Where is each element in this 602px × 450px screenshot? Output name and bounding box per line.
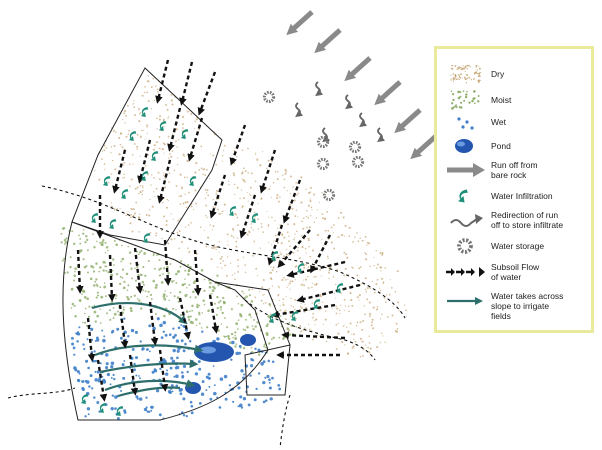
legend-pond: Pond [437,131,591,161]
legend-across-line3: fields [491,311,511,321]
redirection-squiggles [295,81,386,143]
legend-infiltration-label: Water Infiltration [491,191,553,201]
ponds [185,334,256,394]
legend-runoff-line2: bare rock [491,170,527,180]
moist-swatch-icon [443,85,489,115]
legend-storage-label: Water storage [491,241,545,251]
legend-wet: Wet [437,107,591,137]
teal-flow-arrow-icon [443,289,489,319]
subsoil-flow-arrows [75,59,361,402]
legend-subsoil-label: Subsoil Flow of water [491,262,589,282]
moist-texture [60,227,298,357]
field-outlines [62,67,291,421]
gray-runoff-arrow-icon [443,155,489,185]
legend-runoff-line1: Run off from [491,160,538,170]
squiggle-redirection-icon [443,205,489,235]
legend-subsoil-line1: Subsoil Flow [491,262,540,272]
legend-across-slope: Water takes across slope to irrigate fie… [437,289,591,323]
legend-subsoil-line2: of water [491,272,522,282]
legend-dry-label: Dry [491,69,505,79]
black-dotted-arrow-icon [443,257,489,287]
legend-redirection: Redirection of run off to store infiltra… [437,205,591,235]
legend-redirection-label: Redirection of run off to store infiltra… [491,210,589,230]
legend-across-line1: Water takes across [491,291,564,301]
legend-across-line2: slope to irrigate [491,301,550,311]
legend-subsoil: Subsoil Flow of water [437,257,591,287]
legend-redirection-line1: Redirection of run [491,210,559,220]
dry-swatch-icon [443,59,489,89]
legend: Dry Moist Wet Pond Run off from bare roc… [434,46,594,333]
wet-swatch-icon [443,107,489,137]
pond-icon [443,131,489,161]
contour-lines [7,185,406,449]
legend-moist: Moist [437,85,591,115]
legend-moist-label: Moist [491,95,512,105]
legend-infiltration: Water Infiltration [437,181,591,211]
legend-runoff: Run off from bare rock [437,155,591,185]
irrigation-flows [91,302,204,398]
legend-runoff-label: Run off from bare rock [491,160,589,180]
water-storage-rings [262,90,365,202]
legend-storage: Water storage [437,231,591,261]
runoff-arrows [286,10,438,160]
legend-wet-label: Wet [491,117,506,127]
legend-redirection-line2: off to store infiltrate [491,220,564,230]
legend-across-label: Water takes across slope to irrigate fie… [491,291,589,321]
legend-dry: Dry [437,59,591,89]
legend-pond-label: Pond [491,141,511,151]
